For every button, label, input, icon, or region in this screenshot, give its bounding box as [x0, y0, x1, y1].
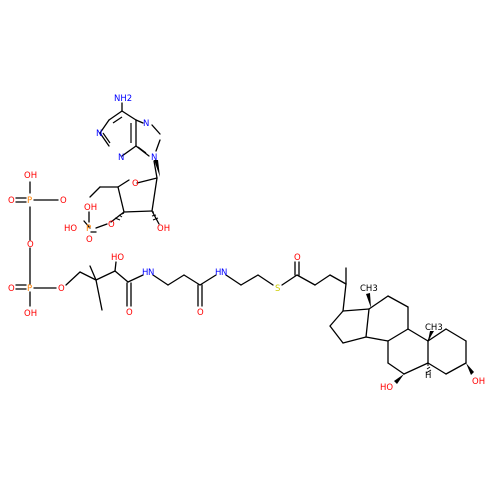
hydroxyl-label: HO [111, 253, 124, 263]
oxo-label: O [86, 235, 93, 245]
amide-n-label: N [148, 268, 154, 278]
hydrogen-label: H [425, 371, 431, 381]
ribose-o-label: O [132, 179, 139, 189]
purine-n-label: N [96, 129, 102, 139]
hydroxyl-label: HO [380, 383, 393, 393]
thioester-o-label: O [294, 253, 301, 263]
methyl-18-label: CH3 [360, 284, 378, 294]
phosphorus-label: P [86, 224, 91, 234]
oxo-label: O [8, 196, 15, 206]
phosphorus-label: P [27, 284, 32, 294]
amine-label: NH2 [114, 94, 132, 104]
stereo-hashes [114, 211, 432, 374]
ester-o-label: O [108, 220, 115, 230]
purine-n-label: N [143, 119, 149, 129]
hydroxyl-label: OH [84, 203, 97, 213]
hydroxyl-label: HO [64, 224, 77, 234]
ester-o-label: O [58, 284, 65, 294]
ribose-oh-label: OH [157, 224, 170, 234]
atom-labels: NH2 N N N N O OH O P OH HO O O P O OH O … [8, 94, 485, 393]
amide-h-label: H [215, 268, 221, 278]
bond-lines [15, 102, 467, 375]
stereo-wedges [154, 160, 474, 384]
amide-n-label: N [221, 268, 227, 278]
phosphorus-label: P [27, 196, 32, 206]
hydroxyl-label: OH [472, 377, 485, 387]
hydroxyl-label: OH [24, 309, 37, 319]
amide-h-label: H [142, 268, 148, 278]
oxo-label: O [8, 284, 15, 294]
amide-o-label: O [126, 308, 133, 318]
hydroxyl-label: OH [24, 171, 37, 181]
sulfur-label: S [275, 284, 280, 294]
bridge-o-label: O [27, 240, 34, 250]
purine-n9-label: N [151, 153, 157, 163]
methyl-19-label: CH3 [425, 323, 443, 333]
ester-o-label: O [60, 196, 67, 206]
purine-double-bonds [102, 116, 147, 154]
amide-o-label: O [197, 308, 204, 318]
purine-n-label: N [118, 153, 124, 163]
